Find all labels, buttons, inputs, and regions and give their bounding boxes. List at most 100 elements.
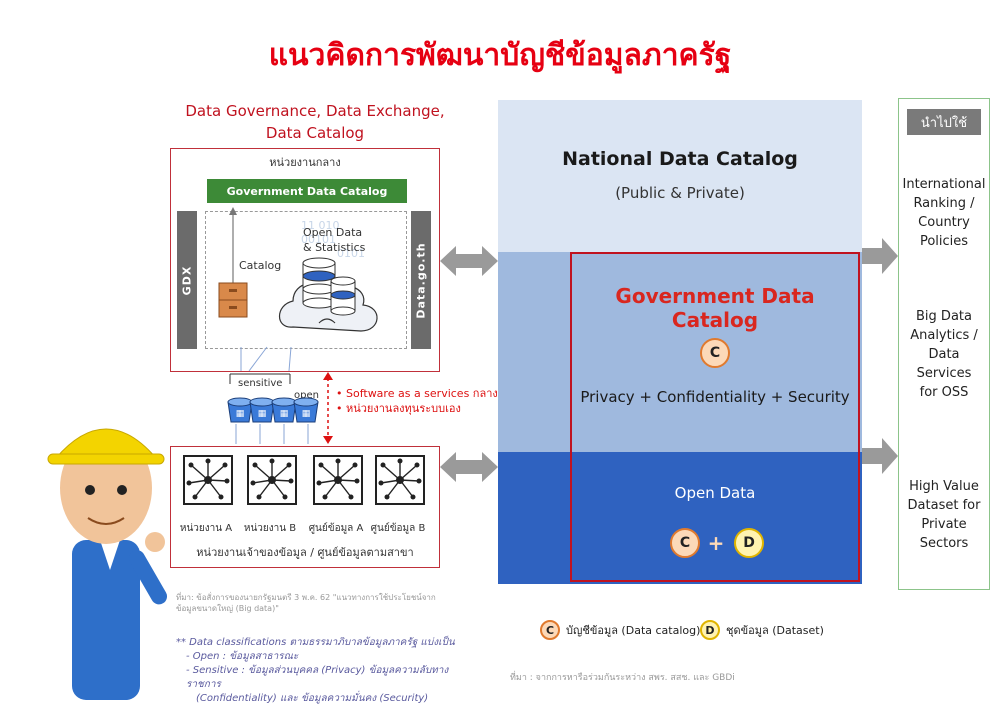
open-data-line-1: Open Data xyxy=(303,226,363,239)
binary-line-1: 11 010 xyxy=(301,219,340,232)
use-arrow-upper xyxy=(862,238,898,274)
usage-item-line: Analytics / xyxy=(910,328,978,343)
binary-decoration: 11 010 00101 0101 xyxy=(301,219,391,261)
open-data-c-badge: C xyxy=(670,528,700,558)
governance-heading-line-2: Data Catalog xyxy=(265,124,365,142)
mascot-collar xyxy=(100,540,120,570)
usage-item-line: Policies xyxy=(919,234,969,249)
network-node-icon xyxy=(375,455,425,505)
legend-d-label: ชุดข้อมูล (Dataset) xyxy=(726,624,824,637)
network-node-icon xyxy=(183,455,233,505)
exchange-double-arrow-lower xyxy=(440,452,498,482)
legend-data-catalog: C บัญชีข้อมูล (Data catalog) xyxy=(540,620,700,640)
usage-item-line: Ranking / xyxy=(913,196,975,211)
data-bucket-icon: ▦ xyxy=(227,397,253,423)
usage-panel: นำไปใช้ International Ranking / Country … xyxy=(898,98,990,590)
governance-heading-line-1: Data Governance, Data Exchange, xyxy=(185,102,445,120)
central-box-graphics xyxy=(218,207,378,371)
source-note: ที่มา: ข้อสั่งการของนายกรัฐมนตรี 3 พ.ค. … xyxy=(176,592,446,614)
database-icon xyxy=(302,257,356,316)
legend-c-badge: C xyxy=(540,620,560,640)
catalog-arrow-up xyxy=(229,207,237,215)
usage-item-line: Dataset for xyxy=(907,498,981,513)
software-note-line-2: • หน่วยงานลงทุนระบบเอง xyxy=(336,402,461,415)
software-dashed-arrow xyxy=(323,372,333,444)
data-go-th-bar: Data.go.th xyxy=(411,211,431,349)
government-data-catalog-frame xyxy=(570,252,860,582)
open-data-plus-sign: + xyxy=(707,531,725,555)
usage-item-line: Sectors xyxy=(919,536,969,551)
usage-item-line: Data xyxy=(928,347,960,362)
agency-box-footer: หน่วยงานเจ้าของข้อมูล / ศูนย์ข้อมูลตามสา… xyxy=(196,546,414,559)
sensitive-label: sensitive xyxy=(238,378,283,389)
usage-big-data-analytics: Big Data Analytics / Data Services for O… xyxy=(899,307,989,402)
classification-line-3: - Sensitive : ข้อมูลส่วนบุคคล (Privacy) … xyxy=(186,665,449,690)
usage-panel-header: นำไปใช้ xyxy=(907,109,981,135)
classification-line-2: - Open : ข้อมูลสาธารณะ xyxy=(186,651,299,662)
exchange-double-arrow-upper xyxy=(440,246,498,276)
software-note-line-1: • Software as a services กลาง xyxy=(336,387,498,400)
catalog-c-badge: C xyxy=(700,338,730,368)
usage-high-value-dataset: High Value Dataset for Private Sectors xyxy=(899,477,989,553)
legend-dataset: D ชุดข้อมูล (Dataset) xyxy=(700,620,824,640)
use-arrow-lower xyxy=(862,438,898,474)
page-title: แนวคิดการพัฒนาบัญชีข้อมูลภาครัฐ xyxy=(268,38,732,73)
governance-heading: Data Governance, Data Exchange, Data Cat… xyxy=(150,100,480,144)
svg-text:▦: ▦ xyxy=(236,409,245,419)
binary-line-2: 00101 xyxy=(301,233,336,246)
open-data-d-badge: D xyxy=(734,528,764,558)
mascot-eye-left xyxy=(85,485,95,495)
national-data-catalog-zone xyxy=(498,100,862,252)
svg-text:▦: ▦ xyxy=(280,409,289,419)
agency-b-label: หน่วยงาน B xyxy=(243,523,297,534)
legend-d-badge: D xyxy=(700,620,720,640)
data-owner-agency-box: หน่วยงาน A หน่วยงาน B ศูนย์ข้อมูล A ศูนย… xyxy=(170,446,440,568)
source-note-line-1: ที่มา: ข้อสั่งการของนายกรัฐมนตรี 3 พ.ค. … xyxy=(176,593,436,602)
open-data-zone xyxy=(498,452,862,584)
raw-data-connector xyxy=(288,346,292,371)
usage-item-line: High Value xyxy=(909,479,979,494)
classification-line-4: (Confidentiality) และ ข้อมูลความมั่นคง (… xyxy=(196,693,429,704)
catalog-dashed-area xyxy=(205,211,407,349)
mascot-body xyxy=(72,540,140,700)
national-data-catalog-title: National Data Catalog xyxy=(562,148,798,170)
usage-item-line: for OSS xyxy=(919,385,969,400)
agency-a-label: หน่วยงาน A xyxy=(179,523,233,534)
government-data-catalog-zone xyxy=(498,252,862,452)
usage-item-line: Services xyxy=(916,366,972,381)
source-credit: ที่มา : จากการหารือร่วมกันระหว่าง สพร. ส… xyxy=(510,673,735,683)
usage-item-line: Big Data xyxy=(916,309,972,324)
government-data-catalog-bar: Government Data Catalog xyxy=(207,179,407,203)
catalog-panel: National Data Catalog (Public & Private)… xyxy=(498,100,862,584)
binary-line-3: 0101 xyxy=(337,247,365,260)
data-bucket-icon: ▦ xyxy=(249,397,275,423)
central-agency-box: หน่วยงานกลาง Government Data Catalog GDX… xyxy=(170,148,440,372)
usage-international-ranking: International Ranking / Country Policies xyxy=(899,175,989,251)
catalog-label: Catalog xyxy=(239,259,282,272)
mascot-smile xyxy=(87,517,125,525)
usage-item-line: Country xyxy=(918,215,970,230)
data-center-a-label: ศูนย์ข้อมูล A xyxy=(308,523,364,534)
privacy-confidentiality-security-label: Privacy + Confidentiality + Security xyxy=(580,388,850,406)
gdx-bar: GDX xyxy=(177,211,197,349)
central-agency-label: หน่วยงานกลาง xyxy=(269,156,341,169)
mascot-eye-right xyxy=(117,485,127,495)
open-data-line-2: & Statistics xyxy=(303,241,366,254)
filing-cabinet-icon xyxy=(218,282,248,318)
data-bucket-icon: ▦ xyxy=(293,397,319,423)
mascot-hand xyxy=(145,532,165,552)
data-bucket-icon: ▦ xyxy=(271,397,297,423)
open-label: open xyxy=(294,390,319,401)
svg-text:▦: ▦ xyxy=(302,409,311,419)
network-node-icon xyxy=(247,455,297,505)
mascot-arm xyxy=(129,550,167,605)
svg-text:▦: ▦ xyxy=(258,409,267,419)
legend-c-label: บัญชีข้อมูล (Data catalog) xyxy=(566,624,701,637)
data-bucket-graphics: ▦ ▦ ▦ ▦ xyxy=(227,373,319,444)
open-data-title: Open Data xyxy=(674,484,756,502)
source-note-line-2: ข้อมูลขนาดใหญ่ (Big data)" xyxy=(176,604,279,613)
metadata-connector-2 xyxy=(248,346,268,371)
classification-line-1: ** Data classifications ตามธรรมาภิบาลข้อ… xyxy=(176,637,455,648)
engineer-mascot-illustration xyxy=(47,428,167,700)
data-classification-note: ** Data classifications ตามธรรมาภิบาลข้อ… xyxy=(176,636,476,706)
